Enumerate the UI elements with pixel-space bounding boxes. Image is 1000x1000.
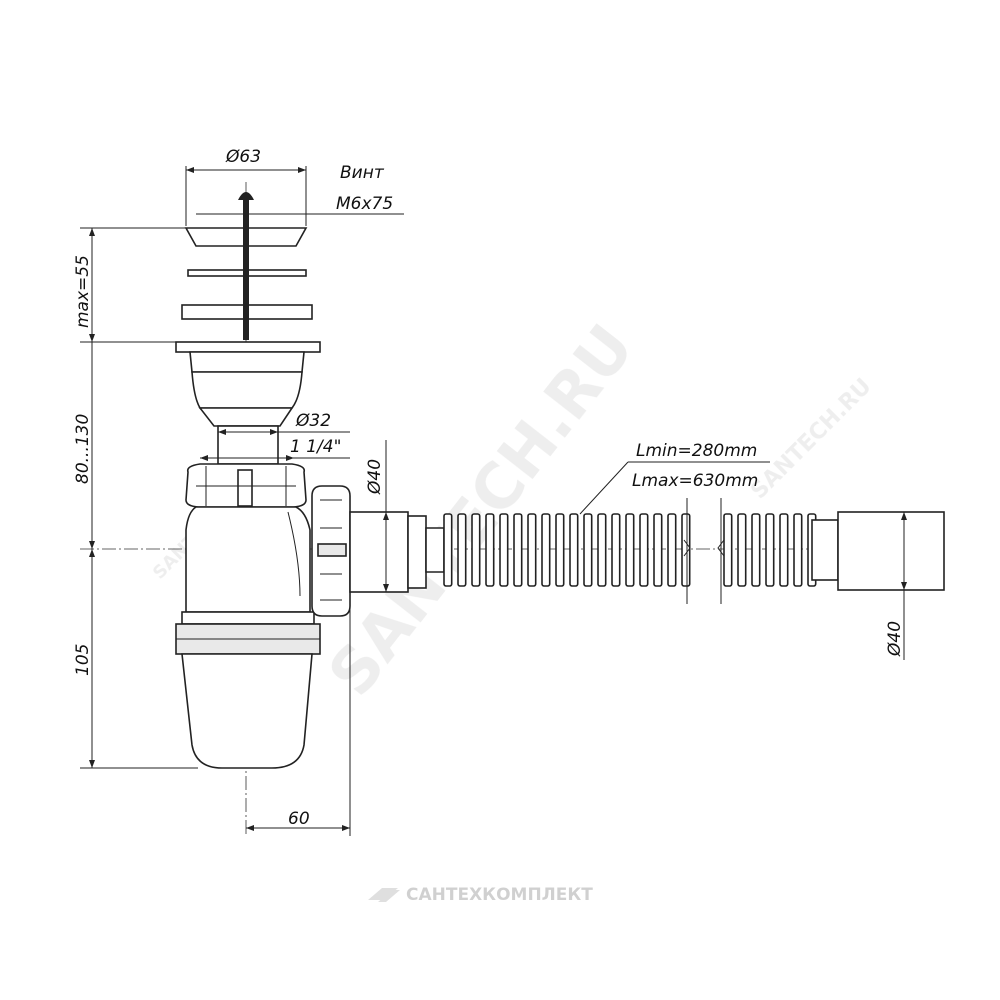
offset-width-label: 60 xyxy=(288,809,310,829)
drain-body xyxy=(189,351,305,465)
trap-body xyxy=(175,506,321,769)
watermark-diagonal-main: SANTECH.RU xyxy=(314,311,647,709)
pipe-diameter-label: Ø32 xyxy=(295,411,331,431)
hose-min-label: Lmin=280mm xyxy=(636,441,757,461)
side-outlet xyxy=(311,485,427,617)
watermark-diagonal-small: SANTECH.RU xyxy=(747,374,877,504)
union-nut xyxy=(185,463,307,508)
thread-label: 1 1/4" xyxy=(290,437,341,457)
range-height-label: 80...130 xyxy=(73,414,93,484)
outlet-diameter-label: Ø40 xyxy=(365,459,385,495)
top-diameter-label: Ø63 xyxy=(225,147,261,167)
bottom-height-label: 105 xyxy=(73,644,93,676)
dimension-lines xyxy=(80,166,907,836)
footer-logo-icon xyxy=(368,888,400,902)
screw xyxy=(238,192,254,340)
screw-size-label: M6x75 xyxy=(336,194,393,214)
screw-title-label: Винт xyxy=(340,163,385,183)
footer-watermark: САНТЕХКОМПЛЕКТ xyxy=(368,885,593,905)
corrugated-hose xyxy=(425,498,945,604)
max-height-label: max=55 xyxy=(73,255,93,328)
hose-max-label: Lmax=630mm xyxy=(632,471,758,491)
footer-watermark-text: САНТЕХКОМПЛЕКТ xyxy=(406,885,593,905)
end-diameter-label: Ø40 xyxy=(885,621,905,657)
